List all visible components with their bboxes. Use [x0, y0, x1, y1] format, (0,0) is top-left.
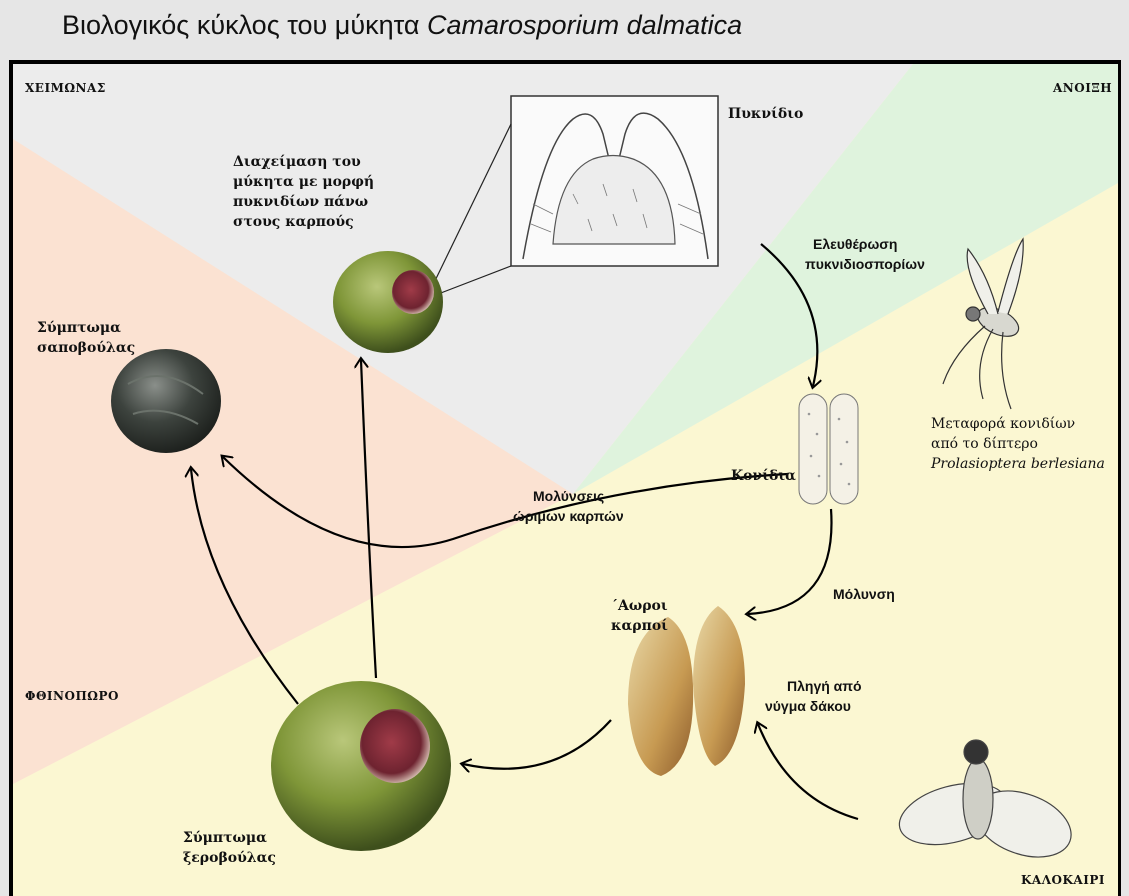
label-conidia: Κονίδια [731, 466, 796, 486]
title-bar: Βιολογικός κύκλος του μύκητα Camarospori… [0, 0, 1129, 58]
diagram-canvas [13, 64, 1121, 896]
season-winter: ΧΕΙΜΩΝΑΣ [25, 78, 106, 98]
title-species: Camarosporium dalmatica [427, 10, 742, 40]
label-release: Ελευθέρωση πυκνιδιοσπορίων [805, 234, 925, 274]
overwintering-olive [333, 251, 443, 353]
dry-rot-olive [271, 681, 451, 851]
pycnidium-inset [511, 96, 718, 266]
season-spring: ΑΝΟΙΞΗ [1053, 78, 1112, 98]
soft-rot-olive [111, 349, 221, 453]
label-infection: Μόλυνση [833, 584, 895, 604]
label-transport: Μεταφορά κονιδίων από το δίπτερο Prolasi… [931, 414, 1105, 474]
label-overwinter: Διαχείμαση του μύκητα με μορφή πυκνιδίων… [233, 152, 374, 232]
season-summer: ΚΑΛΟΚΑΙΡΙ [1021, 870, 1105, 890]
label-pycnidium: Πυκνίδιο [728, 104, 803, 124]
season-autumn: ΦΘΙΝΟΠΩΡΟ [25, 686, 119, 706]
life-cycle-diagram: ΧΕΙΜΩΝΑΣ ΑΝΟΙΞΗ ΦΘΙΝΟΠΩΡΟ ΚΑΛΟΚΑΙΡΙ Διαχ… [9, 60, 1121, 896]
label-unripe: ΄Αωροι καρποί [611, 596, 668, 636]
label-wound: Πληγή από νύγμα δάκου [765, 676, 862, 716]
title-prefix: Βιολογικός κύκλος του μύκητα [62, 10, 427, 40]
diagram-title: Βιολογικός κύκλος του μύκητα Camarospori… [62, 10, 742, 41]
label-soft-rot: Σύμπτωμα σαποβούλας [37, 318, 135, 358]
label-ripe-infection: Μολύνσεις ώριμων καρπών [513, 486, 624, 526]
label-dry-rot: Σύμπτωμα ξεροβούλας [183, 828, 276, 868]
